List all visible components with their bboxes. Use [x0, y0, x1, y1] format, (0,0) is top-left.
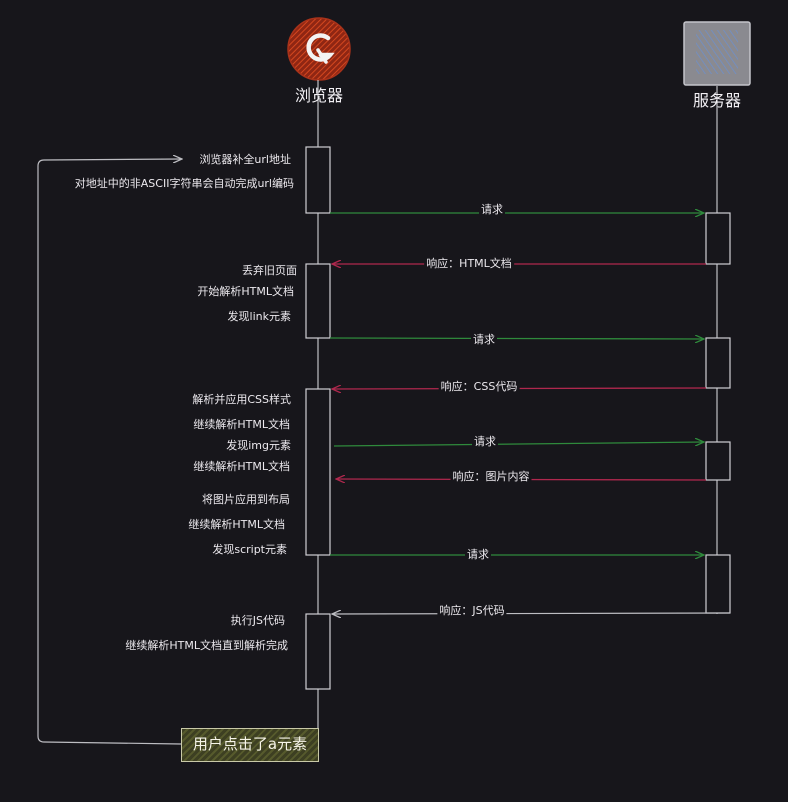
note-continue-parse-3: 继续解析HTML文档: [188, 518, 285, 531]
response-arrow-js: [332, 613, 731, 614]
browser-activation-1: [305, 146, 331, 214]
note-found-link: 发现link元素: [227, 310, 291, 323]
server-activation-4: [705, 554, 731, 614]
message-request-1: 请求: [479, 203, 505, 217]
server-activation-3: [705, 441, 731, 481]
trigger-user-click-a: 用户点击了a元素: [181, 728, 319, 762]
browser-actor-label: 浏览器: [294, 86, 344, 105]
server-actor-label: 服务器: [692, 91, 742, 110]
browser-logo-icon: [287, 17, 351, 81]
loop-back-arrow: [37, 159, 182, 745]
browser-activation-3: [305, 388, 331, 556]
browser-activation-4: [305, 613, 331, 690]
browser-activation-2: [305, 263, 331, 339]
request-arrow-2: [329, 338, 704, 339]
note-discard-page: 丢弃旧页面: [242, 264, 297, 277]
message-response-css: 响应：CSS代码: [438, 380, 520, 394]
message-response-img: 响应：图片内容: [450, 470, 532, 484]
message-request-2: 请求: [471, 333, 497, 347]
note-start-parse: 开始解析HTML文档: [197, 285, 294, 298]
message-request-4: 请求: [465, 548, 491, 562]
request-arrow-3: [333, 442, 704, 447]
note-parse-done: 继续解析HTML文档直到解析完成: [125, 639, 288, 652]
server-activation-2: [705, 337, 731, 389]
note-complete-url: 浏览器补全url地址: [199, 153, 291, 166]
message-request-3: 请求: [472, 435, 498, 449]
note-apply-image: 将图片应用到布局: [202, 493, 290, 506]
note-apply-css: 解析并应用CSS样式: [192, 393, 291, 406]
note-continue-parse-2: 继续解析HTML文档: [193, 460, 290, 473]
note-found-img: 发现img元素: [226, 439, 291, 452]
message-response-html: 响应：HTML文档: [424, 257, 514, 271]
note-found-script: 发现script元素: [212, 543, 287, 556]
note-encode-url: 对地址中的非ASCII字符串会自动完成url编码: [74, 177, 294, 190]
message-response-js: 响应：JS代码: [437, 604, 507, 618]
server-icon: [683, 21, 751, 86]
note-exec-js: 执行JS代码: [230, 614, 285, 627]
note-continue-parse-1: 继续解析HTML文档: [193, 418, 290, 431]
server-activation-1: [705, 212, 731, 265]
